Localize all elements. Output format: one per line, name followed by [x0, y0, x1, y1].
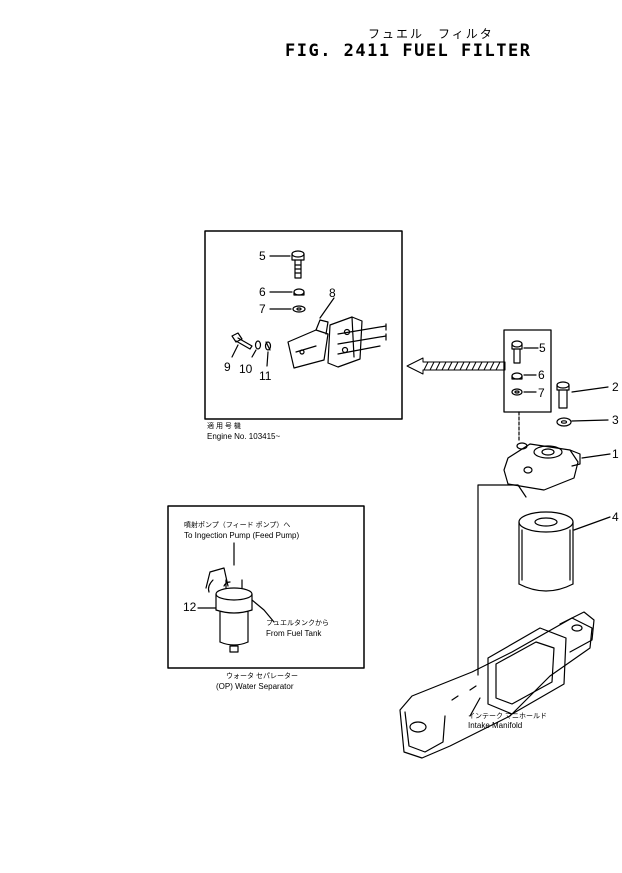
from-tank-label-jp: フュエルタンクから [266, 620, 329, 627]
callout-9: 9 [224, 360, 231, 374]
to-pump-label-jp: 噴射ポンプ（フィード ポンプ）へ [184, 522, 291, 529]
washer-icon [254, 340, 262, 350]
callout-2: 2 [612, 380, 619, 394]
callout-6: 6 [259, 285, 266, 299]
title-japanese: フュエル フィルタ [368, 27, 494, 41]
filter-cartridge-icon [518, 511, 574, 592]
callout-6: 6 [538, 368, 545, 382]
water-separator-inset-frame [167, 505, 365, 669]
callout-7: 7 [538, 386, 545, 400]
water-separator-caption-jp: ウォータ セパレーター [226, 673, 298, 680]
callout-1: 1 [612, 447, 619, 461]
bolt-icon [511, 340, 523, 364]
callout-10: 10 [239, 362, 253, 376]
callout-5: 5 [259, 249, 266, 263]
mounting-plate-icon [327, 316, 387, 368]
page-title: FIG. 2411 FUEL FILTER [285, 41, 532, 61]
washer-icon [556, 417, 572, 427]
bracket-icon [287, 319, 329, 369]
intake-manifold-icon [399, 611, 595, 759]
callout-3: 3 [612, 413, 619, 427]
spring-washer-icon [264, 341, 272, 351]
view-arrow-icon [406, 357, 506, 375]
water-separator-icon [205, 542, 253, 653]
intake-manifold-label: Intake Manifold [468, 721, 523, 730]
nut-icon [293, 288, 305, 296]
hardware-detail-frame [503, 329, 552, 413]
callout-5: 5 [539, 341, 546, 355]
washer-icon [511, 388, 523, 396]
bolt-icon [231, 332, 253, 350]
bolt-icon [556, 381, 570, 409]
washer-icon [292, 305, 306, 313]
callout-12: 12 [183, 600, 197, 614]
bolt-icon [291, 250, 305, 279]
callout-7: 7 [259, 302, 266, 316]
callout-4: 4 [612, 510, 619, 524]
callout-11: 11 [259, 369, 272, 383]
water-separator-caption: (OP) Water Separator [216, 682, 294, 691]
detail-inset-frame [204, 230, 403, 420]
engine-note-jp: 適 用 号 機 [207, 423, 241, 430]
to-pump-label: To Ingection Pump (Feed Pump) [184, 531, 300, 540]
engine-note: Engine No. 103415~ [207, 432, 281, 441]
filter-head-icon [503, 442, 581, 491]
intake-manifold-label-jp: インテーク マニホールド [468, 713, 547, 720]
from-tank-label: From Fuel Tank [266, 629, 322, 638]
nut-icon [511, 372, 523, 380]
callout-8: 8 [329, 286, 336, 300]
